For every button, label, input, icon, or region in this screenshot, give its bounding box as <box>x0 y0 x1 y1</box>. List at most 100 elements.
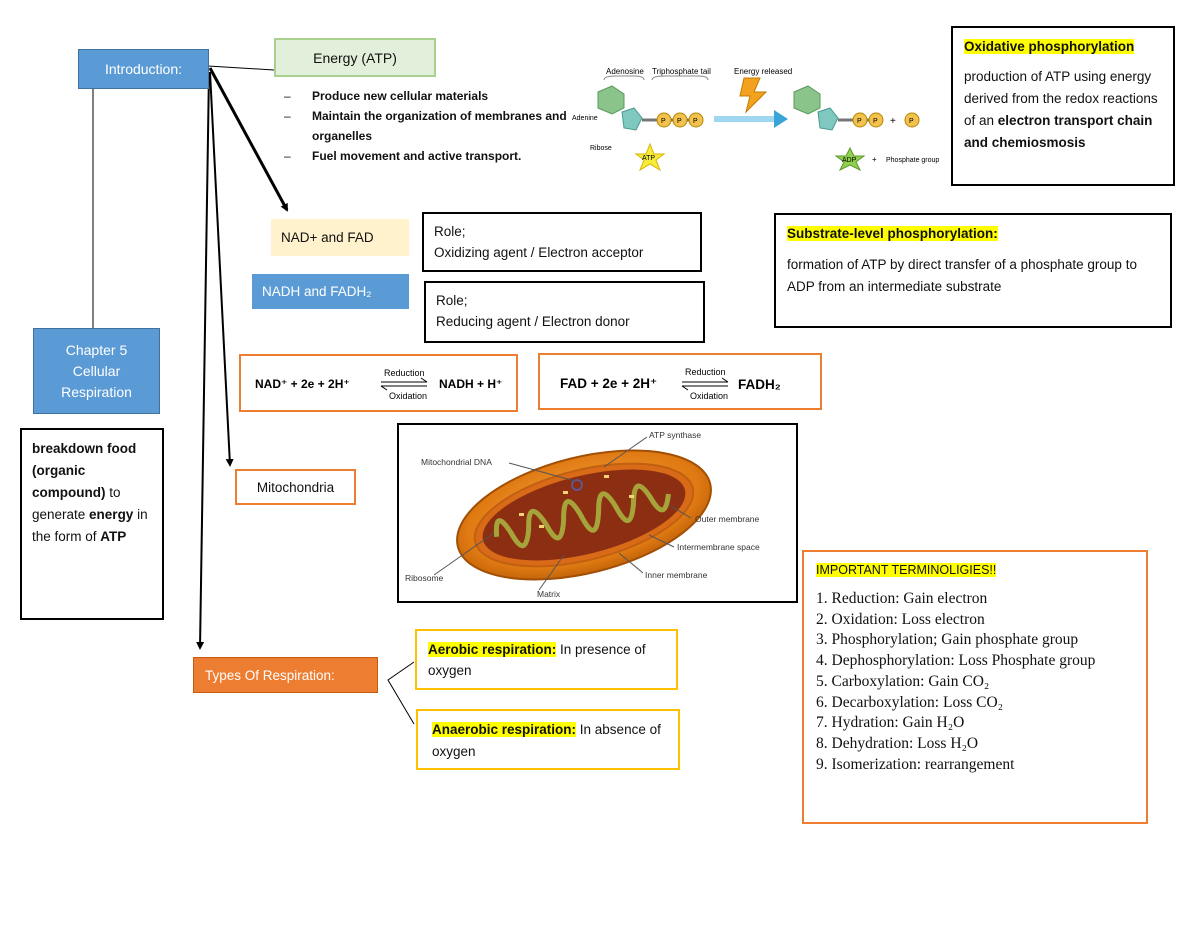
fad-equation-box: FAD + 2e + 2H⁺ Reduction Oxidation FADH₂ <box>538 353 822 410</box>
p-label-2: P <box>677 118 682 125</box>
energy-label: Energy (ATP) <box>313 49 397 66</box>
triphosphate-label: Triphosphate tail <box>652 67 711 76</box>
adp-adenine-shape <box>793 85 821 115</box>
fad-equation: FAD + 2e + 2H⁺ Reduction Oxidation FADH₂ <box>560 367 781 401</box>
fad-eq-oxidation: Oxidation <box>690 391 728 401</box>
chapter-line-1: Chapter 5 <box>65 341 128 358</box>
anaerobic-text: In absence of oxygen <box>432 722 661 759</box>
definition-part-5: ATP <box>100 529 127 544</box>
energy-released-label: Energy released <box>734 67 792 76</box>
chapter-line-3: Respiration <box>61 383 132 400</box>
types-box: Types Of Respiration: <box>193 657 378 693</box>
nad-equation-box: NAD⁺ + 2e + 2H⁺ Reduction Oxidation NADH… <box>239 354 518 412</box>
adp-p-label-1: P <box>857 118 862 125</box>
substrate-box: Substrate-level phosphorylation: formati… <box>774 213 1172 328</box>
nad-eq-left: NAD⁺ + 2e + 2H⁺ <box>255 377 350 391</box>
nad-role-box: Role; Oxidizing agent / Electron accepto… <box>422 212 702 272</box>
definition-part-4: in the form of <box>32 507 148 544</box>
definition-box: breakdown food (organic compound) to gen… <box>20 428 164 620</box>
adp-p-label-2: P <box>873 118 878 125</box>
ribose-shape <box>621 107 643 131</box>
mitochondria-figure-frame: ATP synthase Mitochondrial DNA Outer mem… <box>397 423 798 603</box>
oxidative-box: Oxidative phosphorylation production of … <box>951 26 1175 186</box>
energy-item-1: –Produce new cellular materials <box>284 86 574 106</box>
introduction-box: Introduction: <box>78 49 209 89</box>
phosphate-2 <box>672 112 688 128</box>
introduction-label: Introduction: <box>104 61 183 77</box>
chapter-line-2: Cellular <box>72 362 121 379</box>
terminology-box: IMPORTANT TERMINOLIGIES!! 1. Reduction: … <box>802 550 1148 824</box>
atp-star-icon <box>634 142 666 172</box>
mitochondria-figure: ATP synthase Mitochondrial DNA Outer mem… <box>405 430 760 599</box>
terminology-title: IMPORTANT TERMINOLIGIES!! <box>816 563 997 577</box>
nad-eq-right: NADH + H⁺ <box>439 377 502 391</box>
adp-phosphate-1 <box>852 112 868 128</box>
nad-role-text: Oxidizing agent / Electron acceptor <box>434 245 644 260</box>
ribosome-label: Ribosome <box>405 573 444 583</box>
mtdna-label: Mitochondrial DNA <box>421 457 492 467</box>
term-item-1: 1. Reduction: Gain electron <box>816 590 988 607</box>
aerobic-box: Aerobic respiration: In presence of oxyg… <box>415 629 678 690</box>
fad-eq-reduction: Reduction <box>685 367 726 377</box>
intro-to-energy-line <box>207 65 275 71</box>
energy-item-2: –Maintain the organization of membranes … <box>284 106 574 146</box>
free-p-label: P <box>909 118 914 125</box>
mitochondria-box: Mitochondria <box>235 469 356 505</box>
oxidative-title: Oxidative phosphorylation <box>964 39 1135 54</box>
term-item-4: 4. Dephosphorylation: Loss Phosphate gro… <box>816 652 1096 670</box>
adenine-label: Adenine <box>572 115 598 122</box>
term-item-9: 9. Isomerization: rearrangement <box>816 755 1015 773</box>
terminology-list: 1. Reduction: Gain electron 2. Oxidation… <box>816 589 1134 775</box>
energy-item-3: –Fuel movement and active transport. <box>284 146 574 166</box>
fad-eq-left: FAD + 2e + 2H⁺ <box>560 376 657 391</box>
adp-star-icon <box>834 146 866 172</box>
anaerobic-title: Anaerobic respiration: <box>432 722 577 737</box>
arrow-to-mitochondria <box>209 71 234 467</box>
nad-fad-box: NAD+ and FAD <box>271 219 409 256</box>
adenine-shape <box>597 85 625 115</box>
fad-eq-right: FADH₂ <box>738 377 781 392</box>
nadh-fadh2-box: NADH and FADH₂ <box>252 274 409 309</box>
adenosine-label: Adenosine <box>606 67 644 76</box>
definition-part-1: breakdown food (organic compound) <box>32 441 137 500</box>
atp-hydrolysis-figure: Adenosine Triphosphate tail Energy relea… <box>572 67 939 172</box>
arrow-to-nad <box>208 67 289 212</box>
inner-membrane-label: Inner membrane <box>645 570 708 580</box>
intermembrane-label: Intermembrane space <box>677 542 760 552</box>
nadh-fadh2-label: NADH and FADH₂ <box>262 284 372 299</box>
phosphate-group-label: Phosphate group <box>886 157 939 164</box>
phosphate-3 <box>688 112 704 128</box>
substrate-text: formation of ATP by direct transfer of a… <box>787 257 1137 294</box>
definition-part-3: energy <box>89 507 134 522</box>
substrate-title: Substrate-level phosphorylation: <box>787 226 998 241</box>
adp-phosphate-2 <box>868 112 884 128</box>
nad-fad-label: NAD+ and FAD <box>281 230 374 245</box>
nadh-role-title: Role; <box>436 293 468 308</box>
atp-label: ATP <box>642 155 655 162</box>
types-branch-line <box>387 661 415 725</box>
p-label-1: P <box>661 118 666 125</box>
nadh-role-box: Role; Reducing agent / Electron donor <box>424 281 705 343</box>
term-item-7: 7. Hydration: Gain H₂O <box>816 714 965 732</box>
plus-sign-2: + <box>872 155 877 164</box>
energy-item-1-text: Produce new cellular materials <box>312 89 489 103</box>
term-item-8: 8. Dehydration: Loss H₂O <box>816 734 979 752</box>
aerobic-text: In presence of oxygen <box>428 642 646 678</box>
mtdna-ring <box>571 479 583 491</box>
nadh-role-text: Reducing agent / Electron donor <box>436 314 630 329</box>
energy-box: Energy (ATP) <box>274 38 436 77</box>
adp-label: ADP <box>842 157 857 164</box>
nad-role-title: Role; <box>434 224 466 239</box>
oxidative-bold: electron transport chain and chemiosmosi… <box>964 113 1153 150</box>
term-item-3: 3. Phosphorylation; Gain phosphate group <box>816 631 1079 649</box>
plus-sign-1: + <box>890 116 896 127</box>
energy-item-3-text: Fuel movement and active transport. <box>312 149 522 163</box>
ribose-label: Ribose <box>590 145 612 152</box>
atp-synthase-label: ATP synthase <box>649 430 701 440</box>
term-item-2: 2. Oxidation: Loss electron <box>816 610 985 628</box>
types-label: Types Of Respiration: <box>205 667 335 683</box>
energy-bolt-icon <box>739 77 768 114</box>
matrix-label: Matrix <box>537 589 561 599</box>
ribosome-dots <box>519 475 634 528</box>
